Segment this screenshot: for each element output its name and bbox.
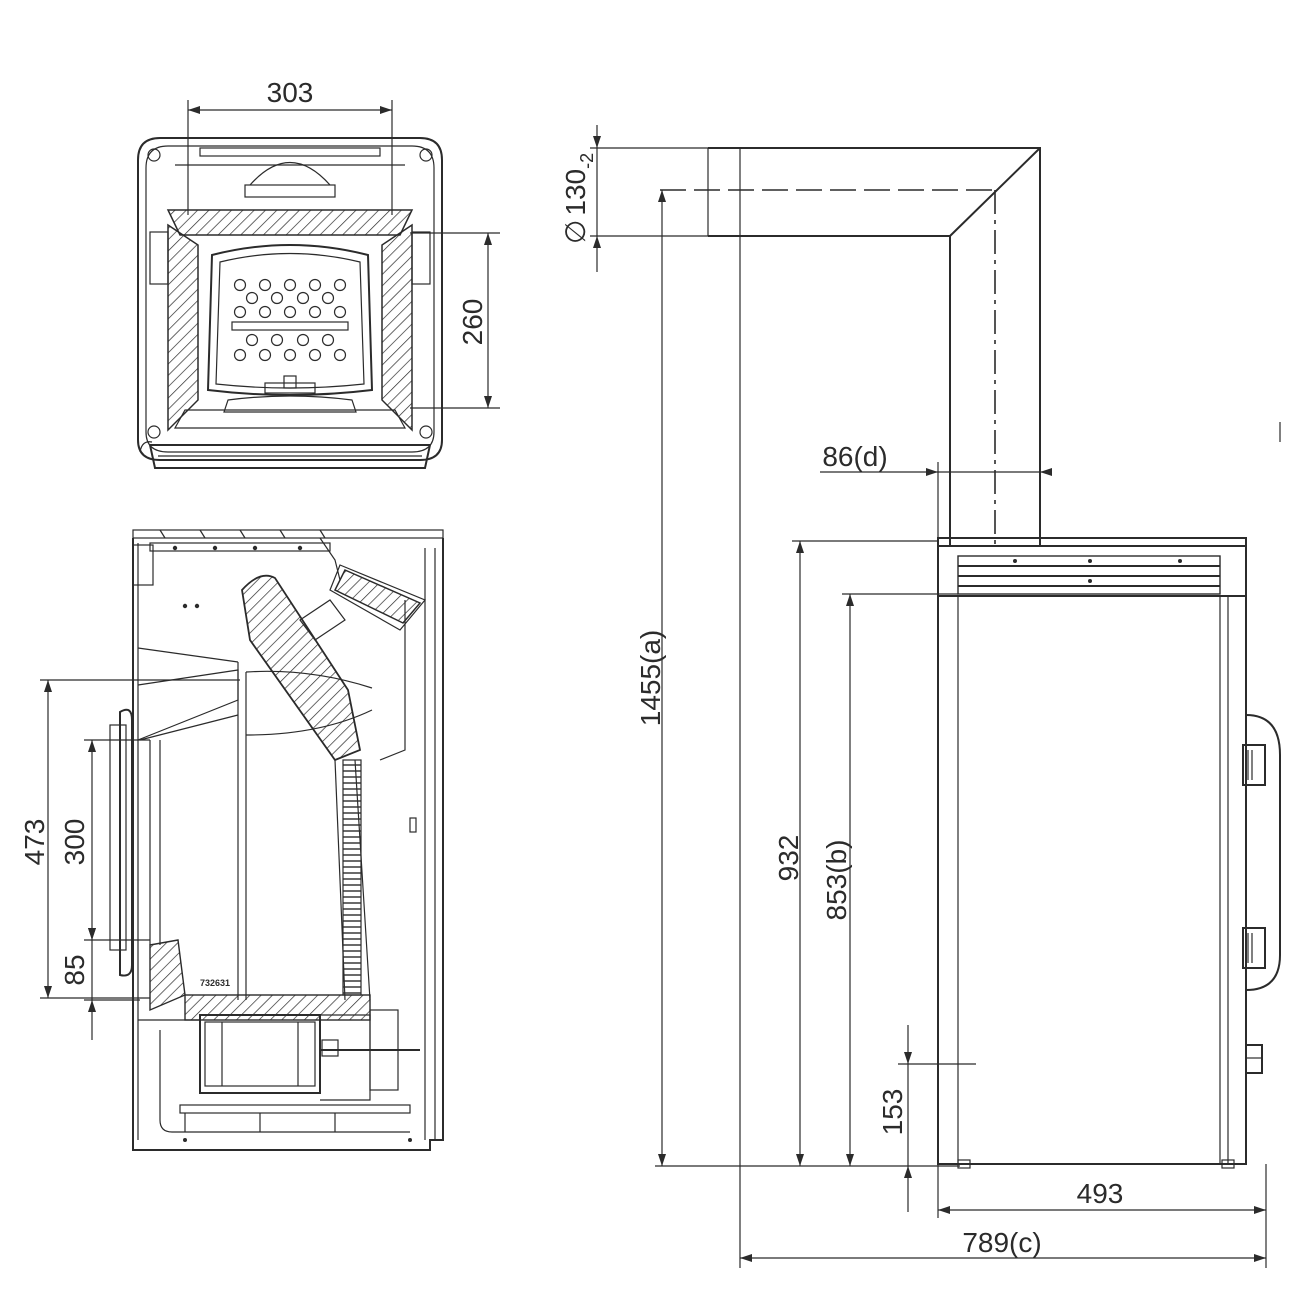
dim-789-label: 789(c) bbox=[962, 1227, 1041, 1258]
dimension-303: 303 bbox=[187, 77, 393, 215]
dimension-473: 473 bbox=[19, 679, 240, 999]
section-view: 732631 bbox=[109, 529, 444, 1151]
grate-holes bbox=[231, 278, 349, 362]
dimension-853: 853(b) bbox=[821, 593, 958, 1166]
dim-130-label: 130 bbox=[560, 169, 591, 216]
dim-85-label: 85 bbox=[59, 954, 90, 985]
diameter-symbol: ∅ bbox=[560, 220, 591, 244]
top-view bbox=[137, 137, 443, 469]
dimension-932: 932 bbox=[773, 540, 938, 1166]
dimension-493: 493 bbox=[937, 1164, 1267, 1268]
dimension-1455: 1455(a) bbox=[635, 190, 960, 1167]
dimension-flue-diameter: ∅ 130-2 bbox=[560, 125, 708, 272]
dim-1455-label: 1455(a) bbox=[635, 630, 666, 727]
dim-932-label: 932 bbox=[773, 835, 804, 882]
svg-text:∅130-2: ∅ 130-2 bbox=[560, 153, 597, 244]
dim-86-label: 86(d) bbox=[822, 441, 887, 472]
dimension-260: 260 bbox=[410, 232, 500, 409]
dimension-300: 300 bbox=[59, 739, 150, 941]
dim-303-label: 303 bbox=[267, 77, 314, 108]
dim-153-label: 153 bbox=[877, 1089, 908, 1136]
dim-493-label: 493 bbox=[1077, 1178, 1124, 1209]
dim-130-sub: -2 bbox=[577, 153, 597, 169]
dimension-86: 86(d) bbox=[820, 441, 1052, 545]
dim-300-label: 300 bbox=[59, 819, 90, 866]
dimension-153: 153 bbox=[877, 1025, 976, 1212]
dim-260-label: 260 bbox=[457, 299, 488, 346]
part-number-label: 732631 bbox=[200, 978, 230, 988]
dimension-789: 789(c) bbox=[739, 236, 1266, 1268]
dim-473-label: 473 bbox=[19, 819, 50, 866]
dim-853-label: 853(b) bbox=[821, 840, 852, 921]
side-view bbox=[660, 147, 1281, 1169]
dimension-85: 85 bbox=[59, 928, 140, 1040]
